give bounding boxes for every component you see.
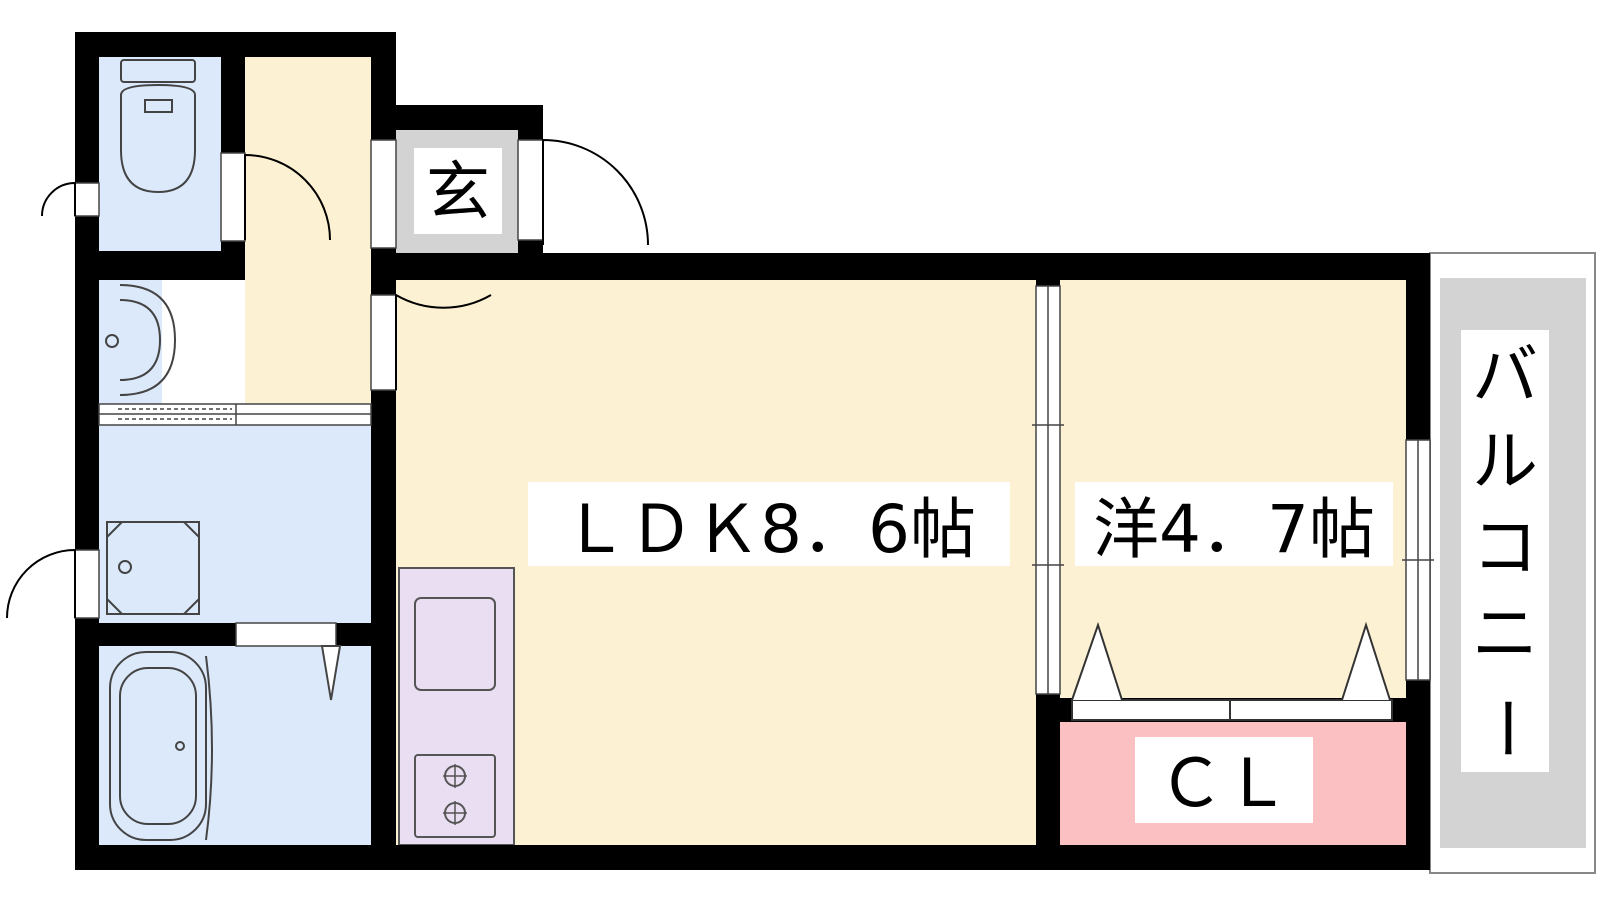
balcony-char: ー xyxy=(1467,695,1544,761)
door-swings xyxy=(6,138,649,619)
washbasin-area-floor xyxy=(99,280,162,404)
closet-label: ＣＬ xyxy=(1158,745,1290,822)
shower-hanger-icon xyxy=(320,645,342,701)
washbasin-fixture xyxy=(105,284,177,396)
closet-label-bg xyxy=(1135,737,1313,823)
balcony-char: バ xyxy=(1472,337,1538,414)
balcony-char: ル xyxy=(1472,423,1538,500)
bathroom-floor xyxy=(99,646,371,845)
ldk-label-bg xyxy=(528,482,1010,566)
balcony-char: コ xyxy=(1472,509,1538,586)
balcony-char: ニ xyxy=(1472,595,1538,672)
hallway-floor xyxy=(245,57,372,405)
kitchen-fixtures xyxy=(414,597,496,838)
entrance-label-bg xyxy=(414,148,502,234)
closet-folding-doors xyxy=(1071,621,1393,721)
balcony-label: バ ル コ ニ ー xyxy=(1467,337,1544,761)
balcony-label-bg xyxy=(1461,330,1549,772)
toilet-fixture xyxy=(120,59,196,194)
western-room-label-bg xyxy=(1075,482,1393,566)
ldk-label: ＬＤＫ8．6帖 xyxy=(562,491,976,568)
entrance-label: 玄 xyxy=(426,156,490,230)
washing-machine-pan xyxy=(106,521,200,615)
sliding-door-details xyxy=(99,286,1434,694)
bathtub xyxy=(109,651,213,841)
toilet-floor xyxy=(99,57,221,251)
washroom-floor xyxy=(99,425,371,623)
western-room-label: 洋4．7帖 xyxy=(1093,491,1375,568)
